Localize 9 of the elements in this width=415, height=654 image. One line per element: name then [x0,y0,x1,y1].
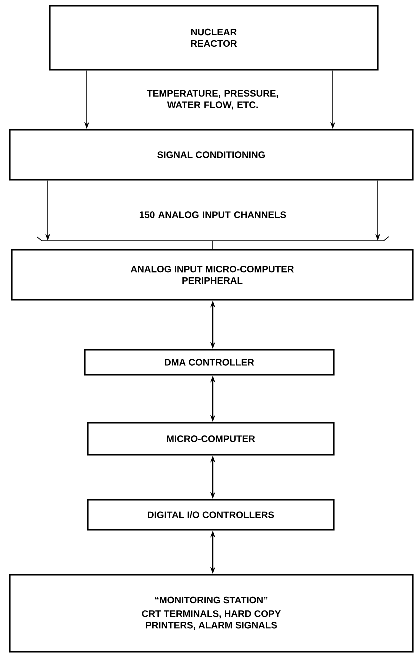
process-box: SIGNAL CONDITIONING [9,129,414,181]
process-box: ANALOG INPUT MICRO-COMPUTER PERIPHERAL [11,249,414,301]
process-box: MICRO-COMPUTER [87,422,335,456]
process-box: “MONITORING STATION” CRT TERMINALS, HARD COPY PRINTERS, ALARM SIGNALS [9,574,414,653]
signal-label: TEMPERATURE, PRESSURE, WATER FLOW, ETC. [147,90,278,110]
process-box: DMA CONTROLLER [84,349,335,376]
process-box: NUCLEAR REACTOR [49,5,379,71]
signal-label: 150 ANALOG INPUT CHANNELS [140,212,286,218]
process-box: DIGITAL I/O CONTROLLERS [87,499,335,531]
